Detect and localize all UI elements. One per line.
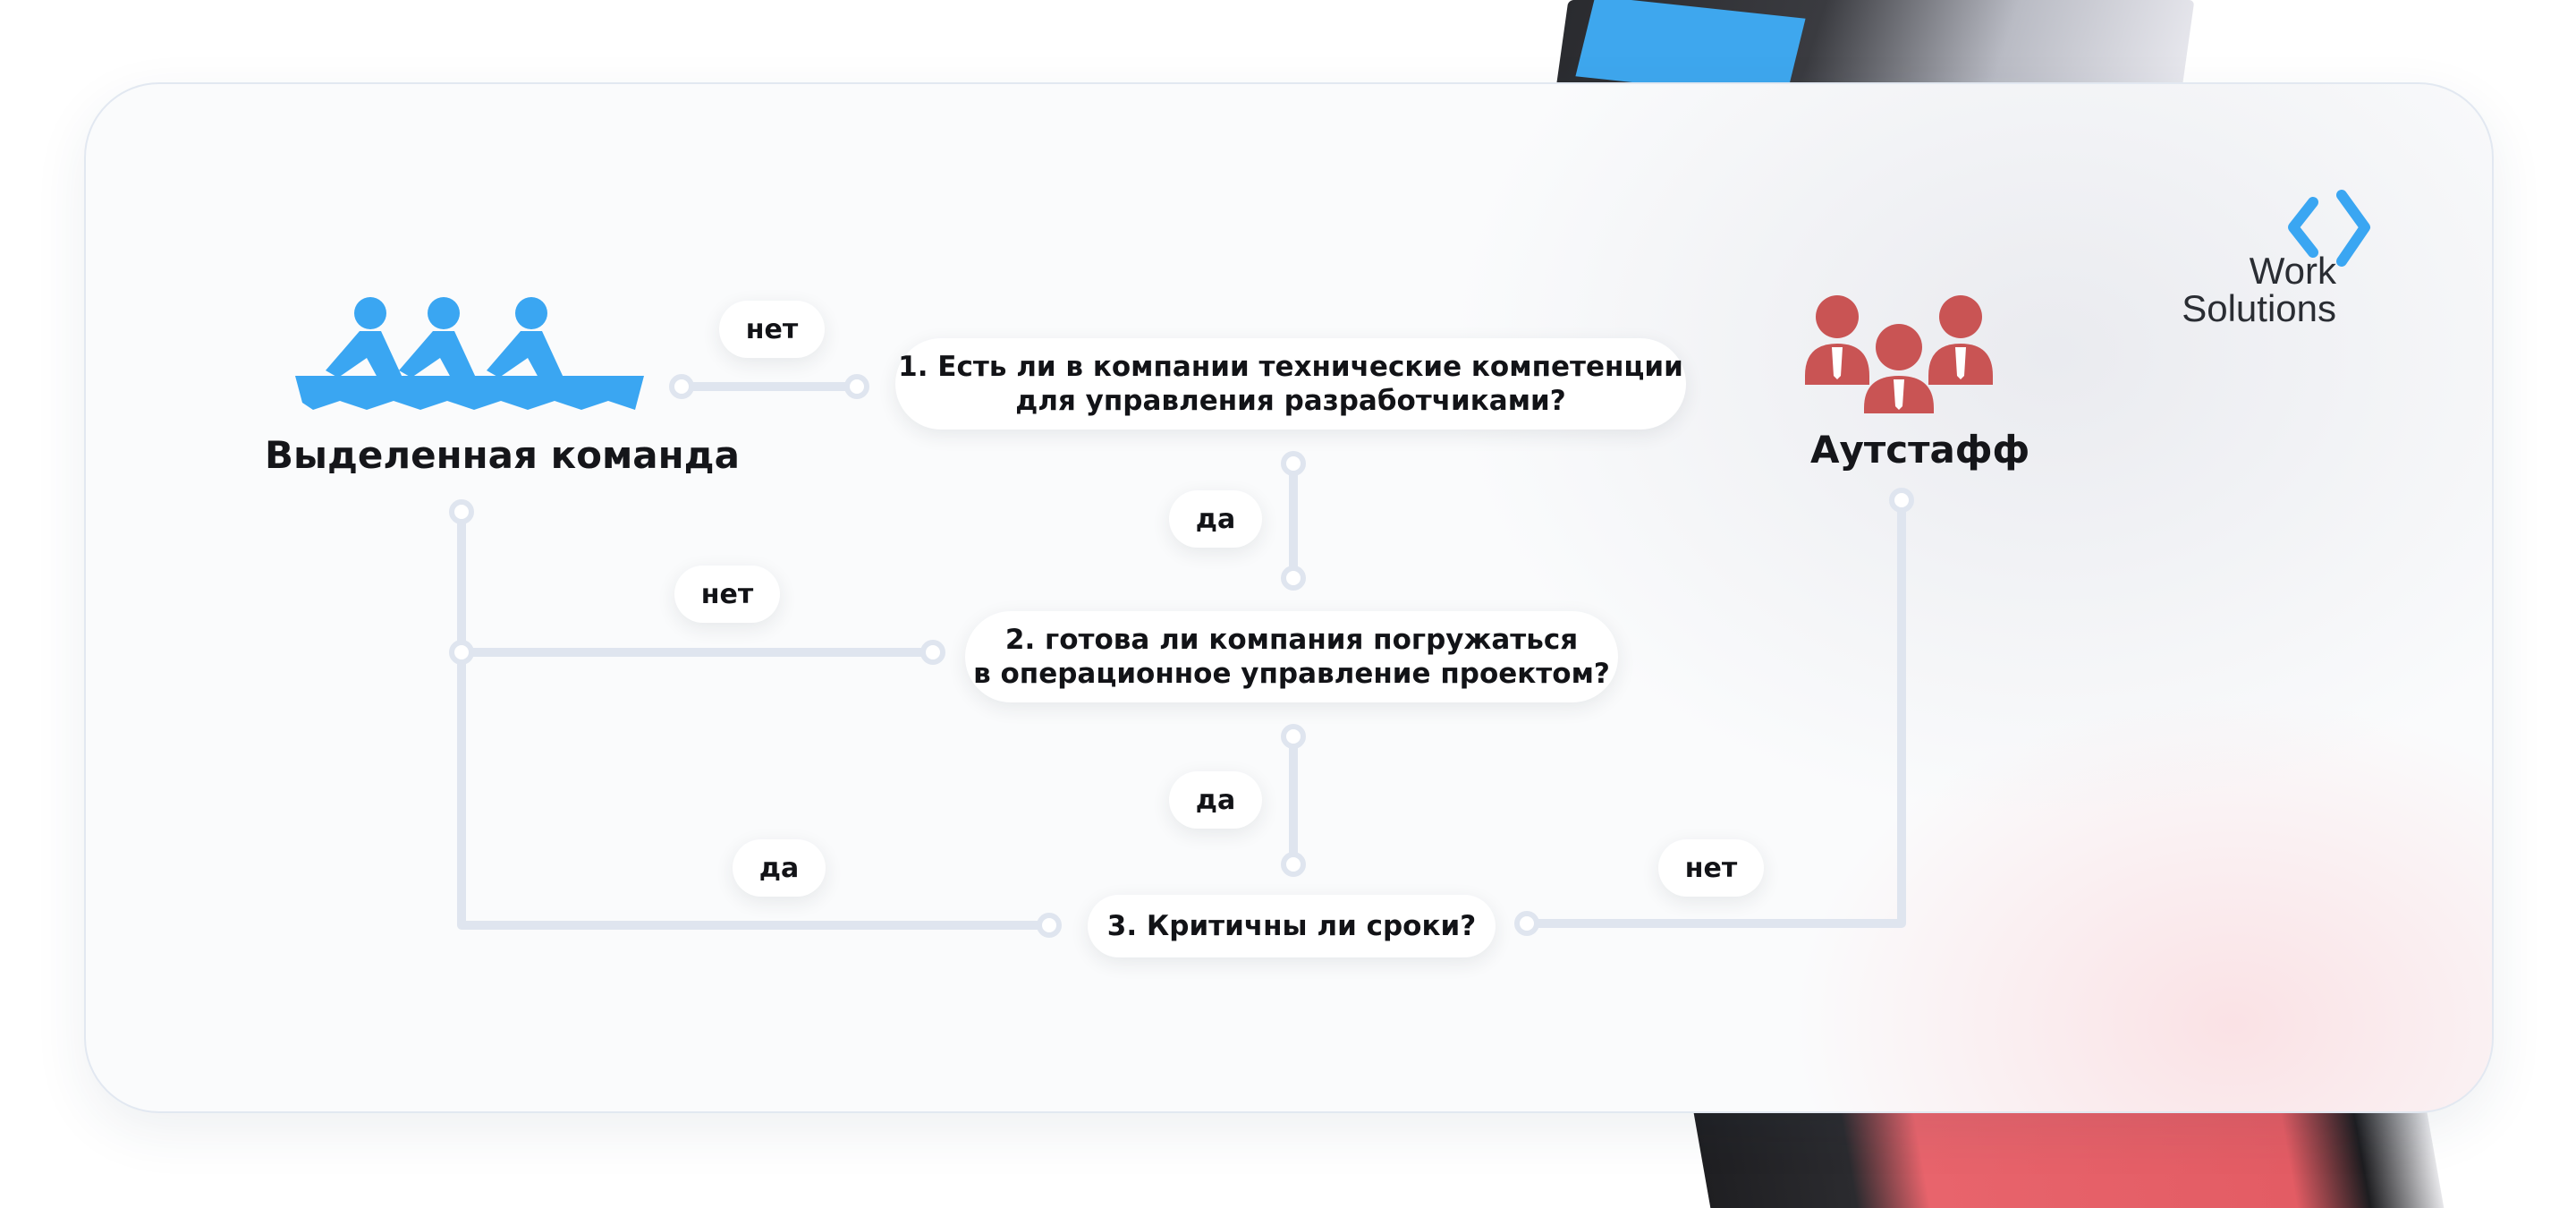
edge-label-q1-no: нет xyxy=(719,301,825,358)
diagram-card xyxy=(84,82,2494,1113)
question-2-line2: в операционное управление проектом? xyxy=(973,658,1610,690)
question-3-node: 3. Критичны ли сроки? xyxy=(1088,895,1496,957)
staff-people-icon xyxy=(1805,295,1993,413)
logo-line-work: Work xyxy=(2249,250,2336,292)
edge-label-q2-yes: да xyxy=(1169,771,1262,829)
edge-label-q3-yes: да xyxy=(733,839,826,897)
logo-text: Work Solutions xyxy=(2165,252,2336,328)
question-1-line2: для управления разработчиками? xyxy=(1015,385,1566,417)
question-1-node: 1. Есть ли в компании технические компет… xyxy=(895,338,1686,430)
rowing-team-icon xyxy=(295,297,644,410)
question-2-line1: 2. готова ли компания погружаться xyxy=(1004,624,1579,656)
code-brackets-icon xyxy=(2288,190,2370,267)
edge-label-q1-yes: да xyxy=(1169,490,1262,548)
question-1-line1: 1. Есть ли в компании технические компет… xyxy=(898,351,1683,383)
edge-label-q2-no: нет xyxy=(674,566,780,623)
edge-q3-no xyxy=(1522,496,1906,928)
outcome-outstaff-label: Аутстафф xyxy=(1810,428,2030,472)
edge-label-q3-no: нет xyxy=(1658,839,1764,897)
question-2-node: 2. готова ли компания погружаться в опер… xyxy=(965,611,1618,702)
question-3-line1: 3. Критичны ли сроки? xyxy=(1106,910,1477,942)
logo-line-solutions: Solutions xyxy=(2182,287,2336,329)
outcome-dedicated-team-label: Выделенная команда xyxy=(265,433,740,477)
